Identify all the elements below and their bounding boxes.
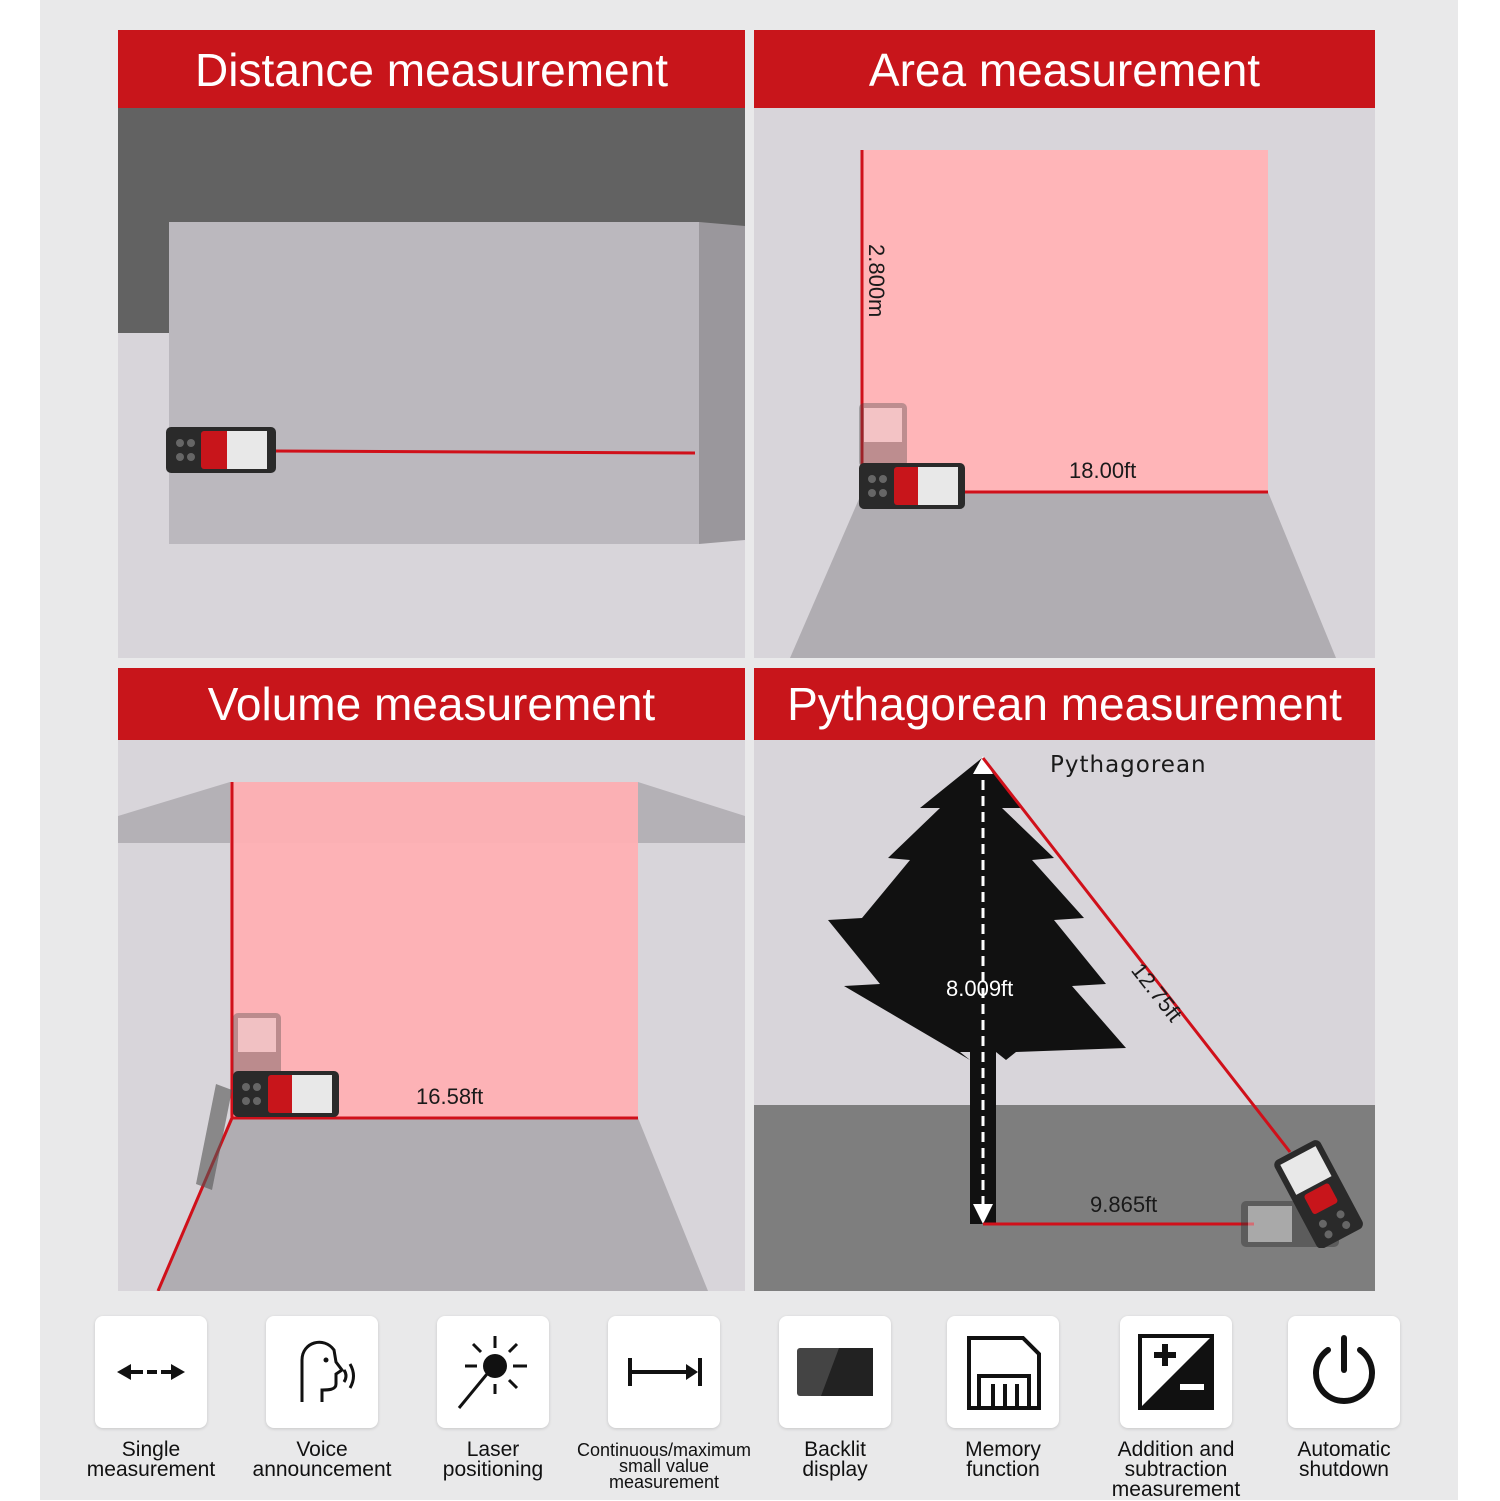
tree-icon (828, 758, 1126, 1060)
feature-line2: small value measurement (608, 1456, 720, 1492)
area-scene (754, 108, 1375, 658)
volume-width-label: 16.58ft (416, 1084, 484, 1109)
feature-line1: Addition and (1117, 1438, 1235, 1461)
feature-line2: function (966, 1458, 1040, 1481)
area-width-label: 18.00ft (1069, 458, 1137, 483)
feature-line2: display (802, 1458, 868, 1481)
feature-line2: announcement (252, 1458, 392, 1481)
distance-title: Distance measurement (195, 44, 668, 96)
feature-line1: Memory (965, 1438, 1041, 1461)
volume-title: Volume measurement (207, 678, 656, 730)
distance-scene (118, 108, 745, 658)
feature-line1: Backlit (804, 1438, 866, 1461)
range-icon (628, 1358, 702, 1386)
feature-line1: Single (121, 1438, 181, 1461)
feature-line1: Automatic (1297, 1438, 1391, 1461)
pythagorean-heading: Pythagorean (1050, 752, 1207, 778)
area-banner: Area measurement (754, 30, 1375, 108)
feature-card (779, 1316, 891, 1428)
feature-card (266, 1316, 378, 1428)
base-label: 9.865ft (1090, 1192, 1158, 1217)
feature-line2: measurement (86, 1458, 216, 1481)
double-arrow-icon (117, 1364, 185, 1380)
laser-meter-ghost (233, 1013, 281, 1077)
area-panel: Area measurement 2.800m 18.00ft (754, 30, 1375, 658)
volume-panel: Volume measurement 16.58ft (118, 668, 745, 1291)
laser-meter-ghost (859, 403, 907, 467)
laser-meter-device (233, 1071, 339, 1117)
feature-line2: positioning (442, 1458, 544, 1481)
feature-card (608, 1316, 720, 1428)
pythagorean-panel: Pythagorean measurement Pythagorean 12.7… (754, 668, 1375, 1291)
laser-meter-device (859, 463, 965, 509)
feature-line2: shutdown (1299, 1458, 1389, 1481)
feature-card (437, 1316, 549, 1428)
area-title: Area measurement (868, 44, 1261, 96)
voice-icon (300, 1340, 355, 1402)
memory-icon (967, 1336, 1041, 1410)
area-height-label: 2.800m (864, 244, 889, 318)
laser-meter-device (1274, 1140, 1363, 1248)
backlight-icon (797, 1348, 873, 1396)
feature-card (1120, 1316, 1232, 1428)
feature-line1: Laser (466, 1438, 520, 1461)
feature-line1: Voice (296, 1438, 348, 1461)
pythagorean-scene (754, 740, 1375, 1291)
laser-icon (457, 1336, 527, 1409)
volume-banner: Volume measurement (118, 668, 745, 740)
pythagorean-banner: Pythagorean measurement (754, 668, 1375, 740)
power-icon (1313, 1335, 1375, 1404)
feature-card (95, 1316, 207, 1428)
feature-card (1288, 1316, 1400, 1428)
feature-line2: subtraction measurement (1111, 1458, 1241, 1501)
laser-meter-side (196, 1084, 232, 1190)
laser-meter-device (166, 427, 276, 473)
volume-scene (118, 740, 745, 1291)
height-label: 8.009ft (946, 976, 1014, 1001)
distance-panel: Distance measurement (118, 30, 745, 658)
distance-banner: Distance measurement (118, 30, 745, 108)
pythagorean-title: Pythagorean measurement (787, 678, 1342, 730)
feature-card (947, 1316, 1059, 1428)
plus-minus-icon (1138, 1334, 1214, 1410)
feature-line1: Continuous/maximum (576, 1440, 752, 1460)
